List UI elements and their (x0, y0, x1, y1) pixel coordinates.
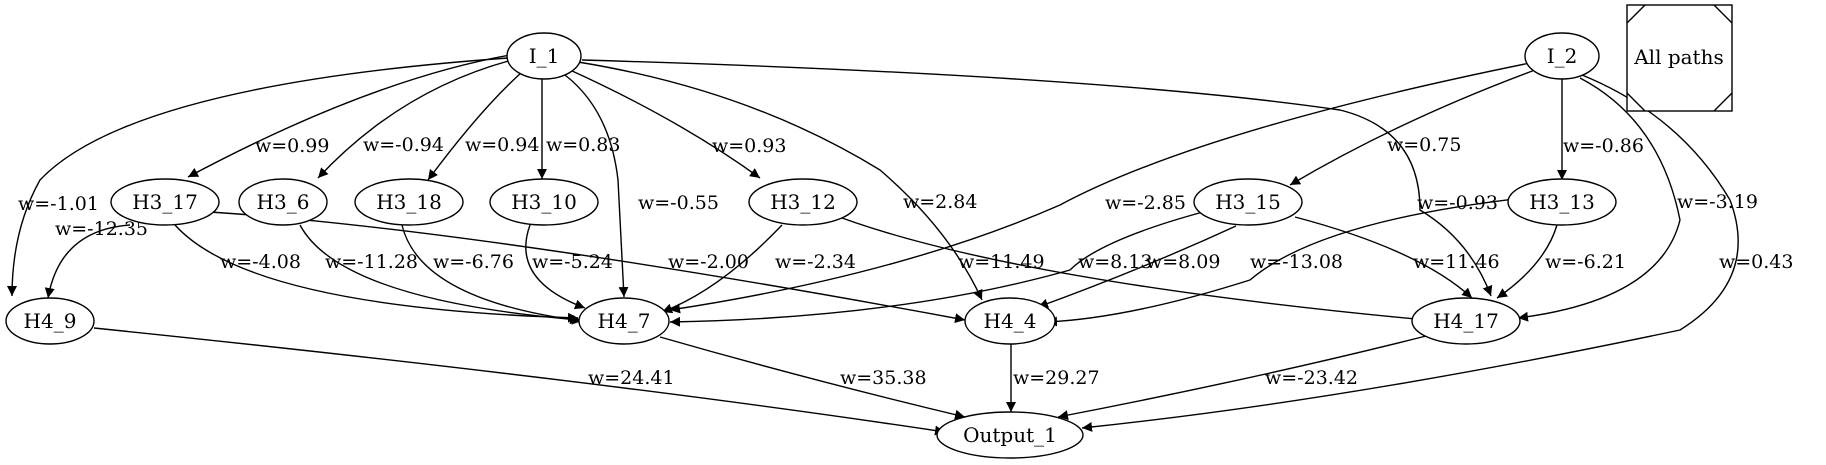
edge-I_2-H3_15 (1289, 69, 1536, 186)
node-label: H4_4 (984, 309, 1037, 333)
edge-H3_15-H4_4 (1037, 225, 1237, 309)
edge-label-H3_13-H4_4: w=-13.08 (1250, 251, 1343, 273)
edge-label-H3_12-H4_7: w=-2.34 (775, 251, 856, 273)
node-label: H3_13 (1529, 190, 1595, 214)
edge-label-H3_12-H4_17: w=11.49 (958, 251, 1045, 273)
edge-I_1-H4_17 (581, 59, 1493, 297)
node-label: H3_17 (132, 190, 198, 214)
edge-label-I_1-H3_12: w=0.93 (712, 135, 787, 157)
edge-H4_17-Output_1 (1057, 334, 1431, 421)
legend-corner-marks (1626, 4, 1733, 112)
edge-label-H3_18-H4_7: w=-6.76 (433, 251, 514, 273)
node-Output_1[interactable]: Output_1 (936, 411, 1084, 459)
edge-H3_13-H4_17 (1496, 224, 1558, 299)
node-H3_6[interactable]: H3_6 (238, 178, 328, 226)
node-label: H3_18 (376, 190, 442, 214)
edge-label-I_2-H3_13: w=-0.86 (1563, 135, 1644, 157)
edge-H3_12-H4_17 (825, 211, 1427, 325)
node-H4_7[interactable]: H4_7 (578, 297, 670, 345)
node-H3_13[interactable]: H3_13 (1507, 178, 1617, 226)
legend-label: All paths (1633, 45, 1724, 69)
edge-I_1-H4_4 (577, 61, 983, 301)
edge-label-H3_6-H4_7: w=-11.28 (325, 251, 418, 273)
node-label: H4_17 (1433, 309, 1499, 333)
edge-label-H3_15-H4_4: w=8.09 (1146, 251, 1221, 273)
edge-I_1-H3_6 (317, 59, 513, 179)
edge-H3_13-H4_4 (1046, 196, 1533, 327)
edge-label-I_1-H4_17: w=-0.93 (1417, 192, 1498, 214)
edge-label-H3_17-H4_4: w=-2.00 (668, 251, 749, 273)
edge-label-I_1-H3_6: w=-0.94 (363, 134, 444, 156)
edge-H4_9-Output_1 (93, 327, 946, 436)
edge-label-H3_10-H4_7: w=-5.24 (532, 251, 613, 273)
edge-label-I_2-Output_1: w=0.43 (1719, 251, 1794, 273)
edge-H3_15-H4_17 (1294, 216, 1473, 299)
edge-H3_18-H4_7 (401, 224, 583, 325)
edge-H4_7-Output_1 (659, 336, 966, 420)
node-label: I_2 (1547, 44, 1578, 68)
node-I_1[interactable]: I_1 (506, 32, 582, 80)
node-label: H3_15 (1215, 190, 1281, 214)
node-label: I_1 (529, 44, 560, 68)
node-label: H3_6 (257, 190, 310, 214)
edge-label-I_2-H3_15: w=0.75 (1387, 134, 1462, 156)
nodes-layer: I_1 I_2 H3_17 H3_6 H3_18 H3_10 H3_12 H3 (5, 32, 1617, 459)
edge-label-I_1-H3_17: w=0.99 (255, 135, 330, 157)
node-label: H3_10 (511, 190, 577, 214)
edge-I_1-H4_7 (564, 74, 629, 298)
edge-I_1-H3_12 (569, 69, 761, 179)
edge-label-I_1-H4_4: w=2.84 (903, 191, 978, 213)
edge-labels-layer: w=0.99 w=-0.94 w=0.94 w=0.83 w=0.93 w=-1… (18, 134, 1794, 389)
edge-label-I_2-H4_17: w=-3.19 (1677, 191, 1758, 213)
edges-layer (7, 54, 1739, 436)
edge-H3_17-H4_7 (174, 224, 579, 323)
edge-I_2-Output_1 (1081, 74, 1739, 432)
node-I_2[interactable]: I_2 (1524, 32, 1600, 80)
edge-label-I_1-H3_10: w=0.83 (546, 134, 621, 156)
edge-I_1-H3_18 (427, 71, 523, 181)
edge-H3_17-H4_9 (44, 224, 131, 299)
edge-I_2-H4_17 (1517, 77, 1681, 322)
edge-H3_12-H4_7 (661, 224, 783, 314)
edge-label-H3_17-H4_9: w=-12.35 (55, 218, 148, 240)
edge-label-H4_17-Output_1: w=-23.42 (1265, 367, 1358, 389)
edge-I_1-H4_9 (7, 57, 509, 297)
edge-H3_15-H4_7 (669, 211, 1204, 327)
legend-all-paths: All paths (1626, 4, 1733, 112)
node-label: Output_1 (963, 423, 1057, 447)
edge-label-H3_13-H4_17: w=-6.21 (1545, 251, 1626, 273)
node-label: H3_12 (770, 190, 836, 214)
node-label: H4_9 (24, 309, 77, 333)
edge-label-I_1-H4_9: w=-1.01 (18, 193, 99, 215)
node-H3_12[interactable]: H3_12 (748, 178, 858, 226)
edge-label-H3_15-H4_7: w=8.13 (1078, 251, 1153, 273)
node-H4_4[interactable]: H4_4 (964, 297, 1056, 345)
node-H3_15[interactable]: H3_15 (1193, 178, 1303, 226)
edge-label-H4_7-Output_1: w=35.38 (840, 367, 927, 389)
edge-H3_10-H4_7 (525, 224, 586, 310)
node-H4_17[interactable]: H4_17 (1411, 297, 1521, 345)
edge-label-H3_17-H4_7: w=-4.08 (220, 251, 301, 273)
node-H4_9[interactable]: H4_9 (5, 297, 95, 345)
edge-label-I_1-H4_7: w=-0.55 (638, 192, 719, 214)
node-label: H4_7 (598, 309, 651, 333)
edge-label-H3_15-H4_17: w=11.46 (1413, 251, 1500, 273)
edge-I_2-H4_7 (669, 62, 1531, 314)
edge-label-H4_4-Output_1: w=29.27 (1013, 367, 1100, 389)
node-H3_10[interactable]: H3_10 (489, 178, 599, 226)
edge-H3_6-H4_7 (299, 224, 581, 325)
edge-label-I_1-H3_18: w=0.94 (465, 134, 540, 156)
edge-I_1-H3_17 (187, 54, 511, 178)
node-H3_18[interactable]: H3_18 (354, 178, 464, 226)
node-H3_17[interactable]: H3_17 (110, 178, 220, 226)
edge-label-H4_9-Output_1: w=24.41 (588, 367, 675, 389)
edge-label-I_2-H4_7: w=-2.85 (1105, 192, 1186, 214)
